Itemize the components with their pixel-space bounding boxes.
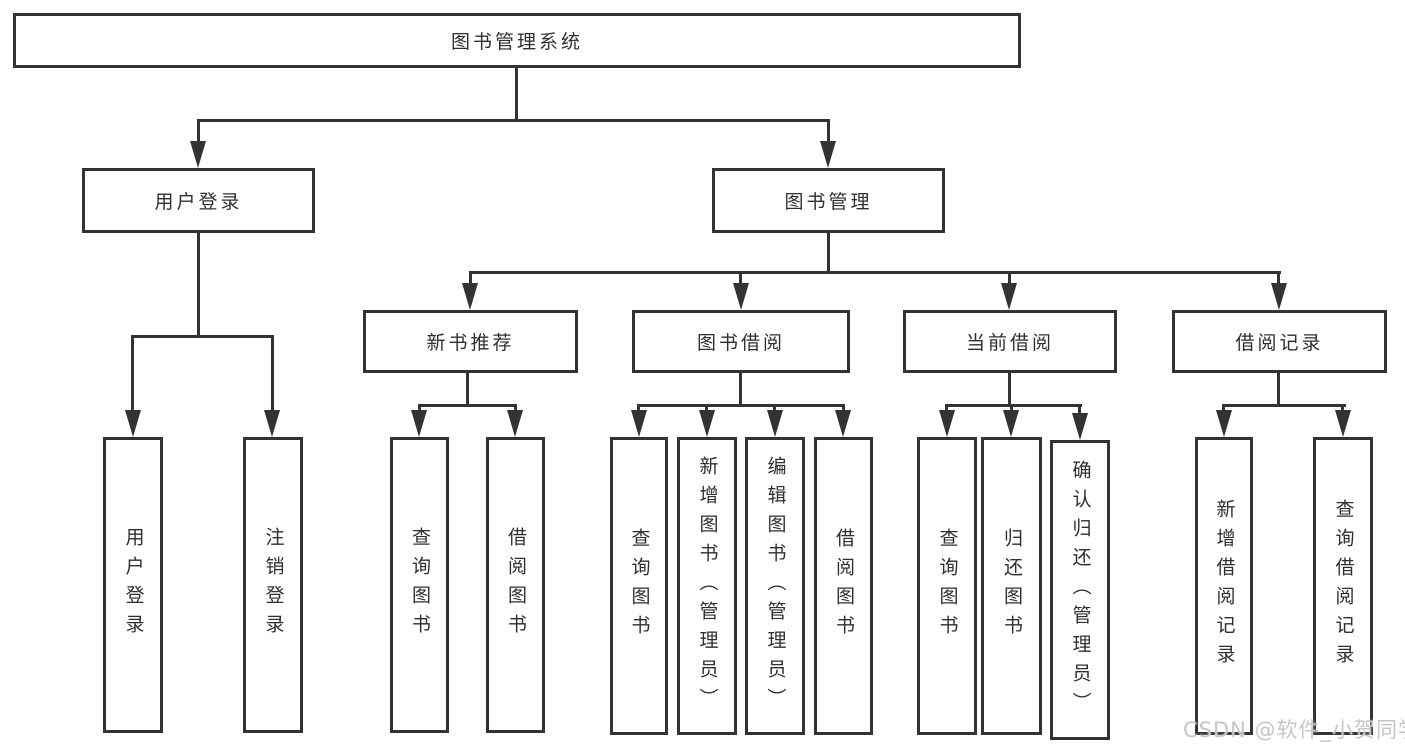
leaf-query-book-recommend: 查询图书 — [390, 437, 449, 733]
arrowhead — [1072, 413, 1088, 440]
leaf-user-login: 用户登录 — [103, 437, 163, 733]
connector-line — [131, 335, 274, 338]
node-current-borrow: 当前借阅 — [903, 310, 1117, 373]
arrowhead — [190, 141, 206, 168]
arrowhead — [1271, 283, 1287, 310]
leaf-label: 查询借阅记录 — [1332, 499, 1355, 673]
arrowhead — [411, 410, 427, 437]
arrowhead — [939, 410, 955, 437]
connector-line — [197, 119, 200, 151]
leaf-label: 归还图书 — [1000, 528, 1023, 644]
arrowhead — [1003, 410, 1019, 437]
leaf-label: 新增借阅记录 — [1213, 499, 1236, 673]
connector-line — [1277, 271, 1280, 286]
leaf-return-book: 归还图书 — [981, 437, 1042, 735]
leaf-label: 借阅图书 — [504, 527, 527, 643]
connector-line — [515, 68, 518, 122]
node-root: 图书管理系统 — [13, 13, 1021, 68]
leaf-borrow-book-recommend: 借阅图书 — [486, 437, 545, 733]
node-label: 图书借阅 — [696, 332, 785, 354]
leaf-query-book-current: 查询图书 — [917, 437, 977, 735]
connector-line — [197, 119, 830, 122]
connector-line — [197, 233, 200, 337]
leaf-logout: 注销登录 — [243, 437, 303, 733]
connector-line — [739, 271, 742, 286]
leaf-borrow-book: 借阅图书 — [814, 437, 873, 735]
leaf-query-book-borrow: 查询图书 — [610, 437, 668, 735]
connector-line — [466, 373, 469, 406]
connector-line — [945, 404, 1082, 407]
connector-line — [271, 335, 274, 411]
connector-line — [739, 373, 742, 406]
connector-line — [827, 233, 830, 273]
leaf-edit-book-admin: 编辑图书（管理员） — [745, 437, 805, 735]
connector-line — [469, 271, 472, 286]
node-label: 图书管理 — [784, 191, 873, 213]
leaf-add-borrow-record: 新增借阅记录 — [1195, 437, 1253, 735]
leaf-label: 注销登录 — [262, 527, 285, 643]
connector-line — [1222, 404, 1346, 407]
node-label: 用户登录 — [154, 191, 243, 213]
node-book-management: 图书管理 — [712, 168, 945, 233]
leaf-label: 确认归还（管理员） — [1069, 459, 1092, 721]
arrowhead — [1216, 410, 1232, 437]
arrowhead — [767, 410, 783, 437]
node-label: 借阅记录 — [1235, 332, 1324, 354]
connector-line — [418, 404, 517, 407]
connector-line — [827, 119, 830, 151]
node-new-book-recommend: 新书推荐 — [363, 310, 578, 373]
node-borrow-record: 借阅记录 — [1172, 310, 1387, 373]
connector-line — [469, 271, 1281, 274]
arrowhead — [699, 410, 715, 437]
connector-line — [1008, 271, 1011, 286]
leaf-label: 编辑图书（管理员） — [764, 455, 787, 717]
connector-line — [1008, 373, 1011, 406]
arrowhead — [835, 410, 851, 437]
connector-line — [131, 335, 134, 411]
node-root-label: 图书管理系统 — [450, 31, 583, 53]
leaf-add-book-admin: 新增图书（管理员） — [677, 437, 737, 735]
leaf-label: 用户登录 — [122, 527, 145, 643]
connector-line — [1078, 404, 1081, 416]
connector-line — [1277, 373, 1280, 406]
arrowhead — [1335, 410, 1351, 437]
arrowhead — [264, 410, 280, 437]
arrowhead — [733, 283, 749, 310]
arrowhead — [631, 410, 647, 437]
node-label: 当前借阅 — [965, 332, 1054, 354]
leaf-label: 新增图书（管理员） — [696, 455, 719, 717]
leaf-confirm-return-admin: 确认归还（管理员） — [1050, 440, 1110, 740]
leaf-label: 查询图书 — [936, 528, 959, 644]
node-label: 新书推荐 — [426, 332, 515, 354]
arrowhead — [462, 283, 478, 310]
connector-line — [637, 404, 845, 407]
node-book-borrow: 图书借阅 — [632, 310, 850, 373]
node-user-login-group: 用户登录 — [82, 168, 315, 233]
arrowhead — [125, 410, 141, 437]
leaf-label: 借阅图书 — [832, 528, 855, 644]
arrowhead — [820, 141, 836, 168]
leaf-label: 查询图书 — [628, 528, 651, 644]
leaf-query-borrow-record: 查询借阅记录 — [1313, 437, 1373, 735]
leaf-label: 查询图书 — [408, 527, 431, 643]
arrowhead — [1001, 283, 1017, 310]
arrowhead — [507, 410, 523, 437]
csdn-watermark: CSDN @软件_小贺同学 — [1183, 718, 1405, 742]
